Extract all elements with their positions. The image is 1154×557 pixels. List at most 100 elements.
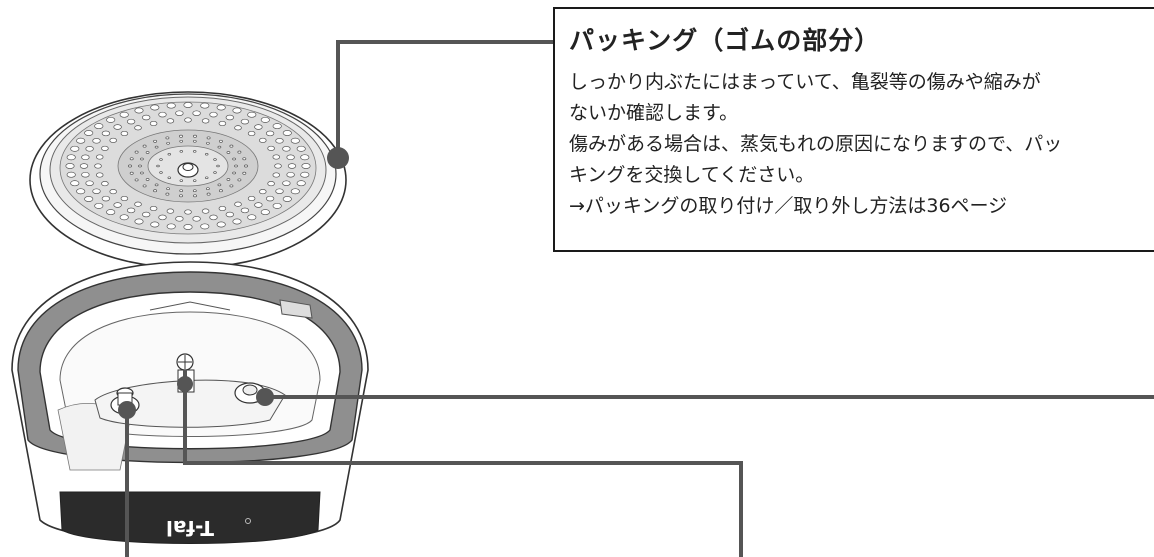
vent-hole (175, 216, 184, 222)
vent-hole (213, 158, 217, 161)
vent-hole (206, 187, 210, 191)
vent-hole (247, 214, 257, 221)
vent-hole (242, 157, 247, 161)
vent-hole (145, 151, 150, 154)
vent-hole (225, 114, 234, 121)
vent-hole (290, 137, 300, 144)
vent-hole (242, 171, 247, 175)
vent-hole (113, 202, 122, 208)
vent-hole (218, 205, 227, 212)
vent-hole (94, 123, 104, 130)
vent-hole (150, 221, 160, 228)
vent-hole (101, 145, 109, 151)
vent-hole (226, 178, 231, 181)
vent-hole (166, 118, 175, 124)
vent-hole (81, 171, 90, 178)
center-valve-leader-line (183, 370, 743, 557)
vent-hole (84, 196, 94, 202)
vent-hole (218, 139, 223, 143)
center-valve-point-dot (177, 376, 193, 392)
vent-hole (179, 150, 184, 153)
leader-dots (118, 147, 349, 419)
vent-hole (142, 184, 147, 188)
vent-hole (179, 134, 183, 138)
vent-hole (275, 138, 284, 144)
vent-hole (216, 164, 220, 168)
vent-hole (259, 137, 267, 143)
vent-hole (260, 116, 270, 123)
vent-hole (272, 202, 282, 209)
vent-hole (120, 130, 129, 137)
vent-hole (142, 144, 147, 148)
vent-hole (272, 172, 281, 178)
vent-hole (128, 164, 132, 168)
vent-hole (159, 171, 163, 174)
vent-hole (134, 178, 139, 182)
vent-hole (237, 178, 242, 182)
vent-hole (192, 216, 201, 222)
vent-hole (272, 154, 281, 160)
vent-hole (81, 154, 90, 161)
vent-hole (65, 163, 75, 169)
vent-hole (95, 172, 104, 178)
vent-hole (134, 125, 142, 131)
vent-hole (225, 211, 234, 218)
packing-callout-box: パッキング（ゴムの部分） しっかり内ぶたにはまっていて、亀裂等の傷みや縮みが な… (553, 7, 1154, 252)
vent-hole (166, 102, 176, 109)
vent-hole (192, 150, 197, 153)
vent-hole (282, 130, 292, 136)
vent-hole (134, 218, 144, 225)
vent-hole (183, 102, 193, 108)
vent-hole (290, 188, 300, 195)
vent-hole (134, 107, 144, 114)
vent-hole (206, 192, 211, 196)
vent-hole (226, 151, 231, 154)
vent-hole (218, 120, 227, 127)
vent-hole (240, 118, 250, 125)
vent-hole (274, 163, 282, 169)
vent-hole (149, 205, 158, 212)
vent-hole (120, 195, 129, 202)
vent-hole (193, 134, 197, 138)
vent-hole (240, 207, 250, 214)
right-valve-point-dot (256, 388, 274, 406)
pot-lid-drawing: T-fal (11, 261, 369, 544)
vent-hole (153, 189, 158, 193)
vent-hole (85, 180, 94, 186)
vent-hole (106, 209, 116, 216)
vent-hole (101, 195, 111, 202)
vent-hole (247, 111, 257, 118)
vent-hole (200, 223, 210, 230)
vent-hole (179, 139, 184, 143)
vent-hole (183, 224, 193, 230)
callout-line: ないか確認します。 (569, 102, 739, 124)
vent-hole (109, 189, 117, 195)
lid-vent-holes (65, 102, 311, 230)
vent-hole (232, 107, 242, 114)
vent-hole (232, 218, 242, 225)
vent-hole (232, 157, 236, 161)
vent-hole (300, 154, 310, 161)
vent-hole (166, 141, 170, 145)
vent-hole (260, 209, 270, 216)
vent-hole (140, 157, 144, 161)
vent-hole (206, 141, 210, 145)
vent-hole (234, 164, 238, 168)
vent-hole (126, 207, 136, 214)
vent-hole (138, 164, 142, 168)
vent-hole (129, 171, 134, 175)
vent-hole (217, 145, 222, 149)
vent-hole (184, 209, 192, 215)
vent-hole (200, 102, 210, 109)
left-valve-point-dot (118, 401, 136, 419)
vent-hole (234, 125, 242, 131)
vent-hole (179, 189, 184, 193)
packing-leader-line (336, 40, 553, 158)
vent-hole (101, 181, 109, 187)
leader-lines (125, 40, 1154, 557)
vent-hole (301, 163, 311, 169)
vent-hole (134, 201, 142, 207)
vent-hole (70, 145, 80, 152)
vent-hole (66, 154, 76, 161)
